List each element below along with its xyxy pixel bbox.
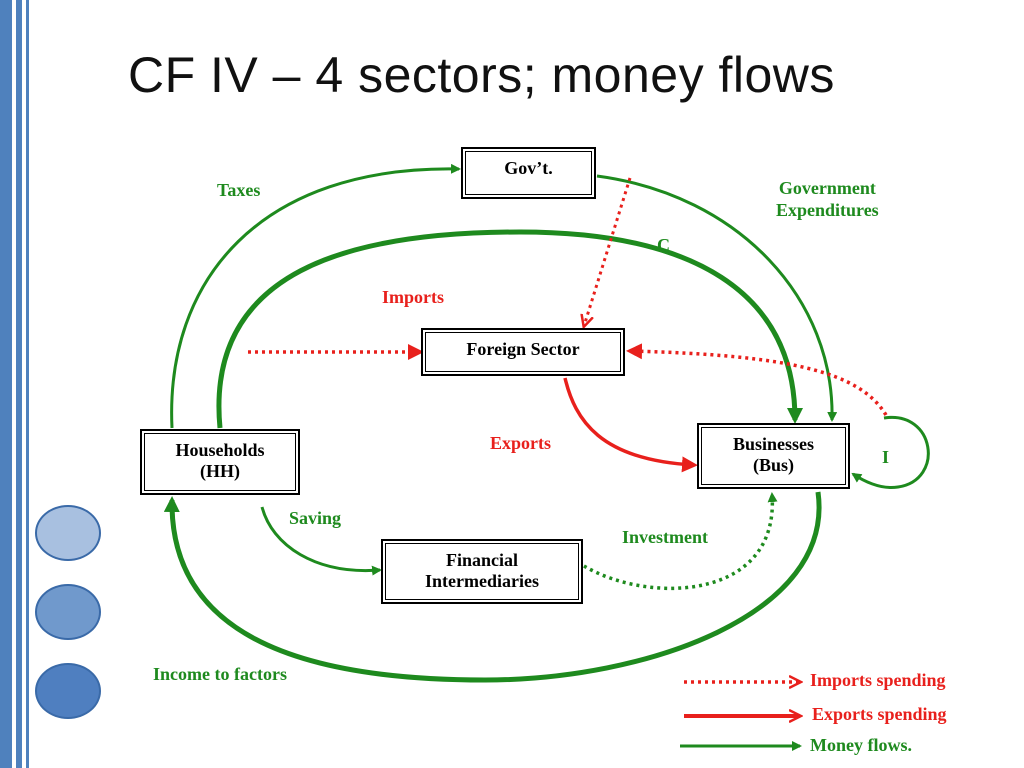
businesses-box: Businesses (Bus)	[697, 423, 850, 489]
imports-label: Imports	[382, 287, 444, 307]
government-expenditures-label: Government Expenditures	[776, 177, 879, 221]
households-box: Households (HH)	[140, 429, 300, 495]
foreign-sector-box: Foreign Sector	[421, 328, 625, 376]
accent-bar-thin	[26, 0, 29, 768]
exports-arrow	[563, 377, 698, 473]
foreign-sector-label: Foreign Sector	[425, 332, 621, 372]
legend-money-label: Money flows.	[810, 735, 912, 755]
income-to-factors-label: Income to factors	[153, 664, 287, 684]
legend-imports-label: Imports spending	[810, 670, 946, 690]
businesses-label: Businesses (Bus)	[701, 427, 846, 485]
households-label-line1: Households	[175, 440, 265, 460]
investment-arrow	[583, 492, 778, 590]
government-imports-arrow	[584, 177, 632, 326]
businesses-label-line1: Businesses	[732, 434, 815, 454]
decor-circle-mid	[35, 584, 101, 640]
investment-self-label: I	[882, 447, 890, 467]
saving-arrow	[260, 506, 382, 576]
legend-exports-label: Exports spending	[812, 704, 947, 724]
households-label-line2: (HH)	[200, 461, 240, 481]
saving-label: Saving	[289, 508, 342, 528]
exports-label: Exports	[490, 433, 552, 453]
accent-bar-gap	[12, 0, 16, 768]
investment-label: Investment	[622, 527, 708, 547]
government-expenditures-line2: Expenditures	[776, 200, 879, 220]
financial-intermediaries-box: Financial Intermediaries	[381, 539, 583, 604]
government-box: Gov’t.	[461, 147, 596, 199]
government-expenditures-arrow	[596, 174, 838, 422]
accent-bar-outer	[0, 0, 12, 768]
decor-circle-dark	[35, 663, 101, 719]
government-label: Gov’t.	[465, 151, 592, 195]
decor-circle-light	[35, 505, 101, 561]
financial-intermediaries-label: Financial Intermediaries	[385, 543, 579, 600]
accent-bar-inner	[16, 0, 22, 768]
slide-title: CF IV – 4 sectors; money flows	[128, 47, 835, 103]
consumption-label: C	[657, 235, 670, 255]
taxes-label: Taxes	[217, 180, 261, 200]
business-imports-arrow	[626, 343, 888, 416]
government-expenditures-line1: Government	[778, 178, 876, 198]
taxes-arrow	[170, 163, 461, 429]
businesses-label-line2: (Bus)	[752, 455, 794, 475]
households-label: Households (HH)	[144, 433, 296, 491]
investment-loop-arrow	[851, 415, 930, 490]
income-to-factors-arrow	[163, 491, 822, 683]
financial-label-line2: Intermediaries	[425, 571, 539, 591]
financial-label-line1: Financial	[445, 550, 518, 570]
consumption-arrow	[216, 229, 803, 429]
